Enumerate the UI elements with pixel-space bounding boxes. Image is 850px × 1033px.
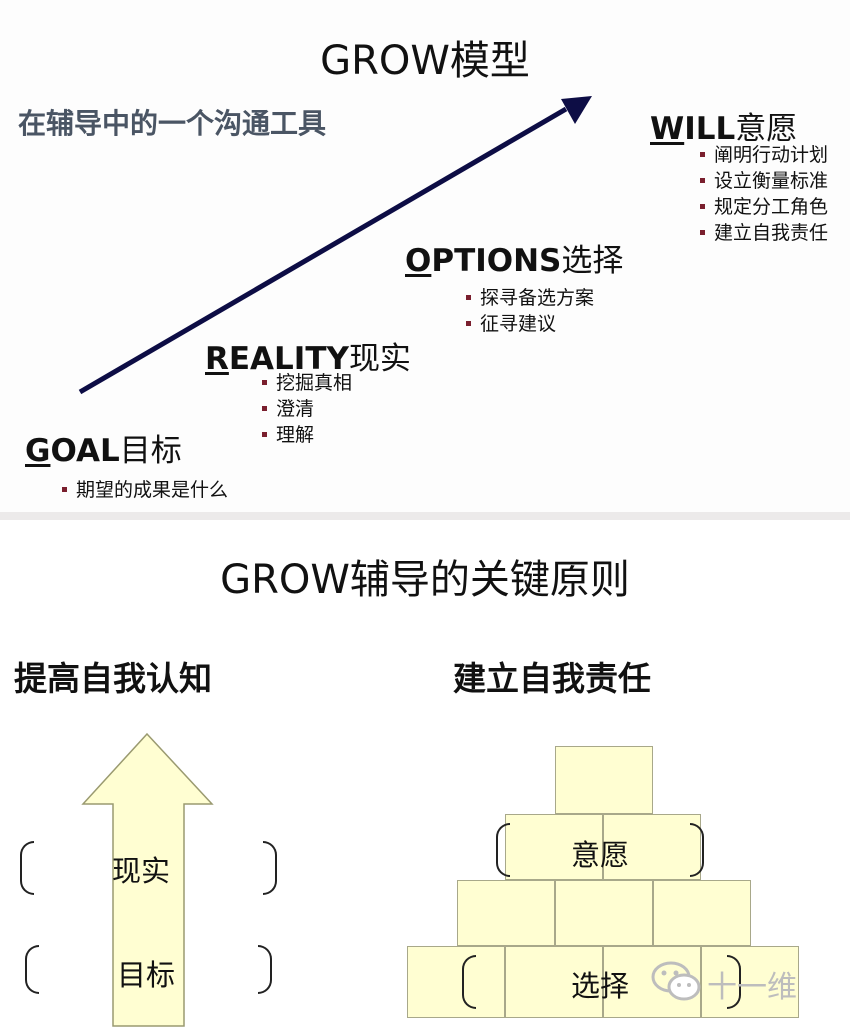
pyramid-label-options: 选择 <box>571 969 630 1003</box>
stage-reality-cn: 现实 <box>348 341 411 377</box>
arrow-head <box>561 96 592 124</box>
bullet-icon <box>700 230 705 235</box>
right-bracket <box>690 823 704 877</box>
bullet-icon <box>466 295 471 300</box>
pyramid-block <box>653 880 751 946</box>
stage-will-initial: W <box>650 111 685 147</box>
bullet-icon <box>466 321 471 326</box>
list-item: 征寻建议 <box>466 311 594 337</box>
grow-model-subtitle: 在辅导中的一个沟通工具 <box>18 107 327 140</box>
pyramid-block <box>555 880 653 946</box>
awareness-up-arrow <box>81 732 214 1027</box>
stage-options-initial: O <box>405 243 432 279</box>
right-column-heading: 建立自我责任 <box>453 659 651 698</box>
left-bracket <box>25 945 39 994</box>
grow-model-panel <box>0 0 850 512</box>
list-item: 期望的成果是什么 <box>62 477 228 503</box>
stage-options-rest: PTIONS <box>431 243 562 279</box>
stage-options-cn: 选择 <box>561 243 624 279</box>
section-divider <box>0 512 850 520</box>
left-bracket <box>20 841 34 895</box>
pyramid-block <box>505 814 603 880</box>
stage-will-heading: WILL意愿 <box>650 103 797 148</box>
wechat-icon <box>651 961 701 1001</box>
stage-goal-rest: OAL <box>50 433 120 469</box>
stage-reality-rest: EALITY <box>228 341 349 377</box>
stage-reality-list: 挖掘真相 澄清 理解 <box>262 370 352 448</box>
stage-will-rest: ILL <box>684 111 736 147</box>
stage-reality-initial: R <box>205 341 229 377</box>
list-item: 阐明行动计划 <box>700 142 828 168</box>
stage-will-cn: 意愿 <box>735 111 798 147</box>
stage-reality-heading: REALITY现实 <box>205 333 411 378</box>
list-item: 设立衡量标准 <box>700 168 828 194</box>
bullet-icon <box>700 204 705 209</box>
right-bracket <box>258 945 272 994</box>
left-column-heading: 提高自我认知 <box>14 659 212 698</box>
watermark-text: 十一维 <box>707 970 797 1005</box>
arrow-label-reality: 现实 <box>112 854 171 888</box>
bullet-icon <box>62 487 67 492</box>
bullet-icon <box>262 380 267 385</box>
bullet-icon <box>700 152 705 157</box>
stage-goal-initial: G <box>25 433 51 469</box>
stage-goal-heading: GOAL目标 <box>25 425 182 470</box>
pyramid-block <box>701 946 799 1018</box>
bullet-icon <box>262 406 267 411</box>
pyramid-block <box>407 946 505 1018</box>
pyramid-block <box>603 814 701 880</box>
left-bracket <box>462 955 476 1009</box>
stage-options-list: 探寻备选方案 征寻建议 <box>466 285 594 337</box>
pyramid-block <box>457 880 555 946</box>
list-item: 建立自我责任 <box>700 220 828 246</box>
list-item: 理解 <box>262 422 352 448</box>
stage-goal-list: 期望的成果是什么 <box>62 477 228 503</box>
bullet-icon <box>262 432 267 437</box>
list-item: 探寻备选方案 <box>466 285 594 311</box>
arrow-label-goal: 目标 <box>117 958 176 992</box>
pyramid-block <box>505 946 603 1018</box>
left-bracket <box>496 823 510 877</box>
bullet-icon <box>700 178 705 183</box>
right-bracket <box>263 841 277 895</box>
principles-title: GROW辅导的关键原则 <box>220 557 630 603</box>
stage-options-heading: OPTIONS选择 <box>405 235 623 280</box>
grow-model-title: GROW模型 <box>320 38 530 84</box>
list-item: 挖掘真相 <box>262 370 352 396</box>
stage-will-list: 阐明行动计划 设立衡量标准 规定分工角色 建立自我责任 <box>700 142 828 246</box>
list-item: 规定分工角色 <box>700 194 828 220</box>
progress-arrow <box>78 96 592 395</box>
pyramid-block <box>555 746 653 814</box>
arrow-shaft <box>78 106 568 395</box>
pyramid-label-will: 意愿 <box>571 838 630 872</box>
stage-goal-cn: 目标 <box>119 433 182 469</box>
list-item: 澄清 <box>262 396 352 422</box>
